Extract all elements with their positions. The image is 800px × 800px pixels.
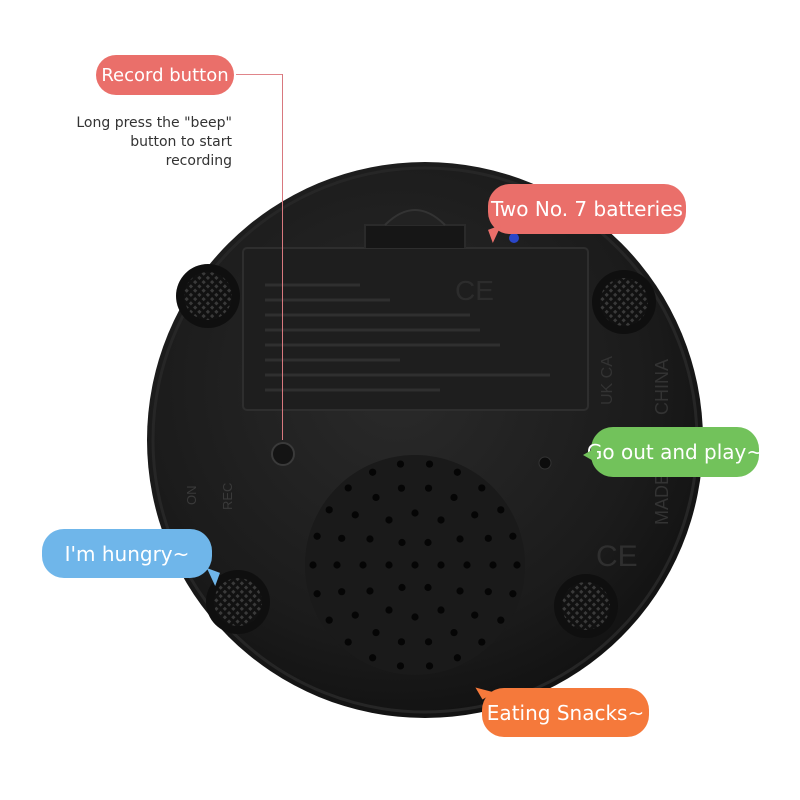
marking-ukca: UK CA [599,356,616,405]
speaker-grille [309,460,521,670]
record-pointer-vertical [282,74,283,440]
rubber-foot-top-left-grip [184,272,232,320]
speaker-hole [344,484,352,492]
go-out-callout-tail [583,447,597,463]
marking-rec: REC [220,483,235,510]
rubber-foot-bottom-right-grip [562,582,610,630]
record-instructions-line-1: Long press the "beep" [76,115,232,131]
speaker-hole [509,532,517,540]
speaker-hole [397,638,406,646]
speaker-hole [509,590,517,598]
speaker-hole [437,561,445,569]
speaker-hole [425,662,434,670]
speaker-hole [437,516,445,524]
speaker-hole [338,588,346,596]
speaker-hole [366,535,374,543]
speaker-hole [385,561,393,569]
record-instructions-line-2: button to start recording [130,134,232,169]
battery-cover-notch [364,224,466,248]
speaker-hole [398,583,406,592]
record-instructions: Long press the "beep" button to start re… [62,114,232,171]
speaker-hole [369,468,377,476]
marking-ce: CE [596,540,638,573]
speaker-hole [453,654,461,662]
speaker-hole [309,561,317,569]
speaker-hole [325,616,333,624]
speaker-hole [369,654,377,662]
speaker-hole [411,613,419,621]
speaker-hole [313,590,321,598]
speaker-hole [425,460,434,468]
speaker-hole [513,561,521,569]
speaker-hole [478,638,486,646]
speaker-hole [484,588,492,596]
speaker-hole [456,587,464,595]
batteries-callout: Two No. 7 batteries [488,184,686,243]
marking-on: ON [184,486,199,506]
speaker-hole [333,561,341,569]
speaker-hole [359,561,367,569]
speaker-hole [411,509,419,517]
rubber-foot-top-right-grip [600,278,648,326]
battery-cover-latch [384,209,446,226]
speaker-hole [450,493,458,502]
speaker-hole [398,538,406,547]
speaker-hole [478,484,486,492]
battery-contact [509,233,519,243]
speaker-hole [456,535,464,543]
speaker-hole [424,638,433,646]
speaker-hole [489,561,497,569]
speaker-hole [497,506,505,514]
mic-hole [538,456,552,470]
speaker-hole [344,638,352,646]
speaker-hole [411,561,419,569]
snacks-callout: Eating Snacks~ [475,680,649,737]
speaker-hole [463,561,471,569]
hungry-callout: I'm hungry~ [42,529,220,586]
speaker-hole [351,511,359,519]
battery-cover-ce-mark: CE [455,275,494,306]
speaker-hole [471,511,479,519]
batteries-callout-label: Two No. 7 batteries [491,197,683,221]
record-button-callout-label: Record button [101,64,229,86]
go-out-callout-label: Go out and play~ [586,440,764,464]
hungry-callout-label: I'm hungry~ [64,541,190,566]
speaker-hole [385,516,393,524]
speaker-hole [366,587,374,595]
speaker-hole [424,538,432,547]
speaker-hole [372,628,380,637]
speaker-hole [484,534,492,542]
speaker-hole [450,628,458,637]
speaker-hole [471,611,479,619]
speaker-hole [424,583,432,592]
battery-cover-text-lines [265,283,550,392]
speaker-hole [437,606,445,614]
speaker-hole [325,506,333,514]
speaker-hole [372,493,380,502]
marking-china: CHINA [652,359,672,415]
go-out-callout: Go out and play~ [583,427,763,477]
speaker-hole [453,468,461,476]
speaker-hole [397,484,406,492]
snacks-callout-label: Eating Snacks~ [486,700,645,725]
speaker-hole [396,460,405,468]
speaker-hole [338,534,346,542]
speaker-hole [351,611,359,619]
speaker-hole [497,616,505,624]
record-pointer-line [236,74,282,75]
speaker-hole [396,662,405,670]
speaker-hole [385,606,393,614]
speaker-hole [313,532,321,540]
record-button[interactable] [271,442,295,466]
speaker-hole [424,484,433,492]
record-button-callout: Record button [96,55,234,95]
rubber-foot-bottom-left-grip [214,578,262,626]
